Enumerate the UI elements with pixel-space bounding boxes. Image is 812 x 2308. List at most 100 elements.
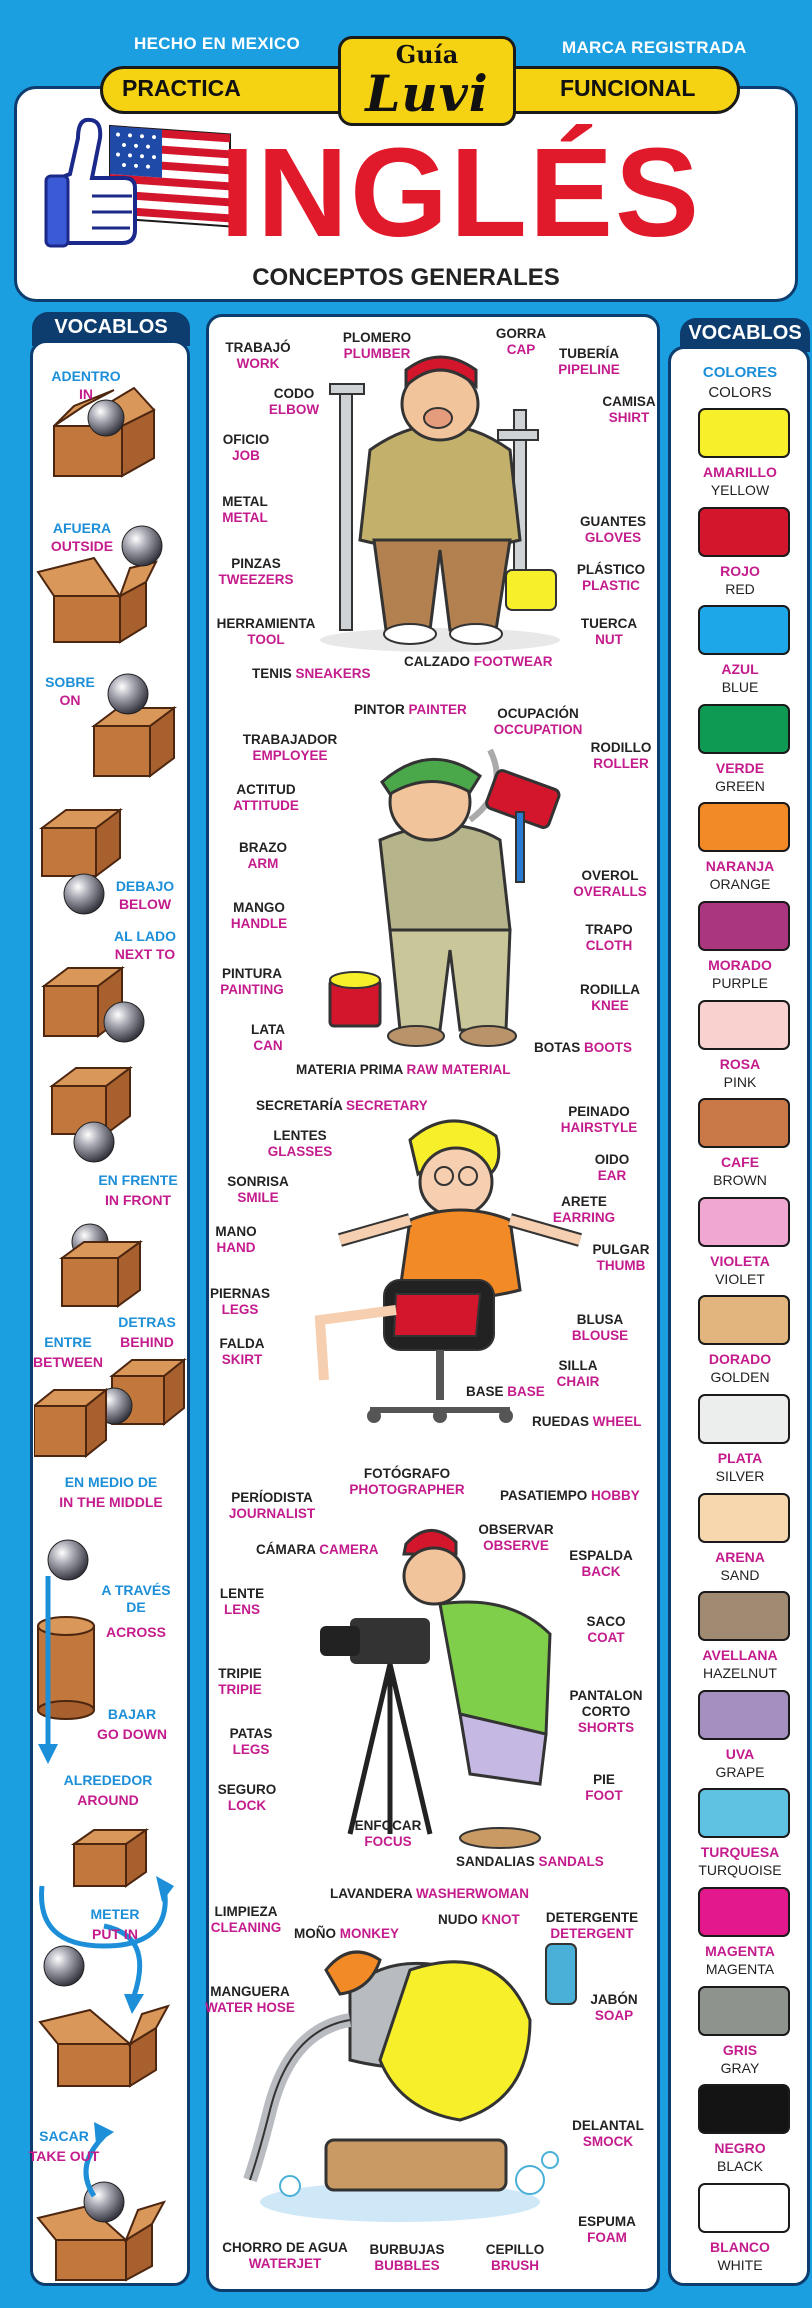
photographer-camera-label: CÁMARA CAMERA xyxy=(256,1542,426,1558)
term-english: BLOUSE xyxy=(571,1328,629,1343)
term-spanish: PANTALON CORTO xyxy=(569,1688,643,1719)
term-english: THUMB xyxy=(596,1258,646,1273)
term-spanish: NUDO xyxy=(438,1912,478,1927)
color-name-es: AZUL xyxy=(721,661,759,677)
term-spanish: ESPUMA xyxy=(578,2214,636,2229)
washerwoman-illustration xyxy=(243,1943,577,2222)
painter-painter-label: PINTOR PAINTER xyxy=(354,702,514,718)
brand-small-text: Guía xyxy=(395,40,459,69)
term-spanish: RODILLO xyxy=(590,740,652,755)
color-swatch xyxy=(698,507,790,557)
term-spanish: FOTÓGRAFO xyxy=(363,1466,451,1481)
color-swatch xyxy=(698,1394,790,1444)
term-english: OBSERVE xyxy=(483,1538,549,1553)
color-name-es: MAGENTA xyxy=(705,1943,775,1959)
term-spanish: TRABAJÓ xyxy=(225,340,291,355)
term-spanish: TRAPO xyxy=(585,922,633,937)
term-english: PAINTING xyxy=(220,982,284,997)
plumber-illustration xyxy=(320,355,560,652)
term-spanish: LENTES xyxy=(273,1128,327,1143)
term-spanish: JABÓN xyxy=(590,1992,638,2007)
term-english: OVERALLS xyxy=(573,884,647,899)
term-spanish: SANDALIAS xyxy=(456,1854,535,1869)
term-english: RAW MATERIAL xyxy=(406,1062,511,1077)
vocab-behind-en: BEHIND xyxy=(120,1334,174,1350)
colors-heading-es: COLORES xyxy=(702,364,778,381)
term-spanish: ESPALDA xyxy=(569,1548,633,1563)
color-name-es: DORADO xyxy=(708,1351,772,1367)
vocab-outside-en: OUTSIDE xyxy=(50,538,114,554)
term-english: LENS xyxy=(223,1602,260,1617)
term-spanish: BOTAS xyxy=(534,1040,581,1055)
color-swatch xyxy=(698,1986,790,2036)
term-english: BACK xyxy=(581,1564,621,1579)
term-spanish: OIDO xyxy=(594,1152,630,1167)
secretary-secretary-label: SECRETARÍA SECRETARY xyxy=(256,1098,456,1114)
trademark-note: MARCA REGISTRADA xyxy=(562,38,747,57)
term-english: NUT xyxy=(595,632,623,647)
vocab-on-es: SOBRE xyxy=(45,674,95,690)
term-spanish: TRIPIE xyxy=(218,1666,262,1681)
vocab-next-to-en: NEXT TO xyxy=(114,946,176,962)
term-english: TRIPIE xyxy=(218,1682,262,1697)
vocab-across-es: A TRAVÉS DE xyxy=(101,1582,171,1615)
vocab-below-es: DEBAJO xyxy=(115,878,175,894)
term-english: FOCUS xyxy=(364,1834,412,1849)
term-spanish: TUERCA xyxy=(580,616,638,631)
color-swatch xyxy=(698,2084,790,2134)
vocab-around-es: ALREDEDOR xyxy=(63,1772,153,1788)
color-swatch xyxy=(698,2183,790,2233)
term-english: SECRETARY xyxy=(346,1098,428,1113)
term-english: MONKEY xyxy=(339,1926,400,1941)
term-english: PLASTIC xyxy=(582,578,640,593)
term-spanish: GUANTES xyxy=(579,514,646,529)
color-name-en: WHITE xyxy=(717,2257,763,2273)
washerwoman-monkey-label: MOÑO MONKEY xyxy=(294,1926,434,1942)
vocab-put-in-es: METER xyxy=(90,1906,140,1922)
term-english: EARRING xyxy=(552,1210,616,1225)
color-swatch xyxy=(698,704,790,754)
vocab-next-to-es: AL LADO xyxy=(114,928,176,944)
term-english: SHORTS xyxy=(577,1720,635,1735)
color-name-es: GRIS xyxy=(722,2042,758,2058)
color-swatch xyxy=(698,802,790,852)
term-english: COAT xyxy=(587,1630,625,1645)
vocab-across-en: ACROSS xyxy=(106,1624,166,1640)
term-english: HAND xyxy=(216,1240,256,1255)
term-english: HOBBY xyxy=(591,1488,640,1503)
term-spanish: PLÁSTICO xyxy=(576,562,646,577)
term-english: CLEANING xyxy=(210,1920,282,1935)
term-spanish: FALDA xyxy=(219,1336,265,1351)
color-swatch xyxy=(698,1098,790,1148)
term-english: SMOCK xyxy=(582,2134,634,2149)
secretary-illustration xyxy=(314,1119,582,1423)
brand-name: Luvi xyxy=(365,64,489,123)
color-name-en: GOLDEN xyxy=(710,1369,770,1385)
color-name-es: ROSA xyxy=(719,1056,761,1072)
term-spanish: BASE xyxy=(466,1384,504,1399)
term-english: FOOT xyxy=(585,1788,623,1803)
term-spanish: LIMPIEZA xyxy=(214,1904,278,1919)
term-spanish: DELANTAL xyxy=(572,2118,644,2133)
term-english: BASE xyxy=(507,1384,545,1399)
term-spanish: ENFOCAR xyxy=(354,1818,422,1833)
prepositions-illustration xyxy=(34,386,187,2282)
term-spanish: SECRETARÍA xyxy=(256,1098,343,1113)
vocab-behind-es: DETRAS xyxy=(118,1314,176,1330)
term-spanish: CEPILLO xyxy=(485,2242,545,2257)
